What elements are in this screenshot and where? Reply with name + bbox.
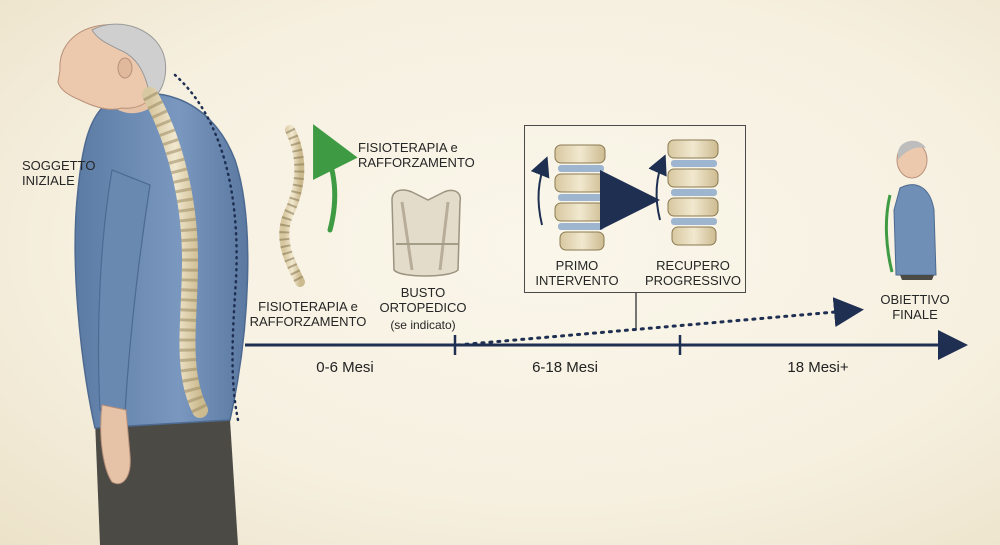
trajectory-dotted-arrow bbox=[456, 297, 864, 347]
phase-label-0-6: 0-6 Mesi bbox=[316, 359, 374, 376]
final-shirt bbox=[893, 184, 937, 276]
final-trousers bbox=[900, 275, 934, 280]
final-posture-line bbox=[884, 194, 894, 273]
vertebrae-before bbox=[530, 144, 606, 251]
timeline bbox=[245, 297, 968, 360]
brace-label: BUSTO ORTOPEDICO bbox=[379, 285, 467, 315]
brace-stays bbox=[400, 201, 450, 271]
final-hair bbox=[898, 140, 926, 160]
green-arrow-icon bbox=[313, 124, 358, 233]
physio-spine-illustration bbox=[279, 124, 358, 287]
subject-spine-vertebrae bbox=[142, 91, 208, 414]
final-goal-label: OBIETTIVO FINALE bbox=[880, 292, 950, 322]
physio-bottom-label: FISIOTERAPIA e RAFFORZAMENTO bbox=[249, 299, 367, 329]
brace-illustration bbox=[391, 189, 462, 277]
small-spine bbox=[279, 125, 305, 287]
phase-label-6-18: 6-18 Mesi bbox=[532, 359, 598, 376]
brace-note-label: (se indicato) bbox=[390, 318, 456, 332]
progressive-recovery-label: RECUPERO PROGRESSIVO bbox=[644, 258, 742, 288]
surgery-box-illustration bbox=[530, 139, 719, 330]
trousers bbox=[95, 420, 238, 545]
posture-curve-dotted bbox=[173, 73, 240, 422]
vertebrae-after bbox=[648, 139, 719, 246]
initial-subject-label: SOGGETTO INIZIALE bbox=[22, 158, 96, 188]
physio-top-label: FISIOTERAPIA e RAFFORZAMENTO bbox=[358, 140, 475, 170]
phase-label-18plus: 18 Mesi+ bbox=[787, 359, 849, 376]
final-goal-figure bbox=[884, 140, 937, 280]
first-intervention-label: PRIMO INTERVENTO bbox=[535, 258, 619, 288]
ear bbox=[117, 57, 133, 79]
initial-subject-figure bbox=[57, 23, 249, 545]
hand bbox=[100, 404, 131, 485]
surgery-box bbox=[524, 125, 746, 293]
